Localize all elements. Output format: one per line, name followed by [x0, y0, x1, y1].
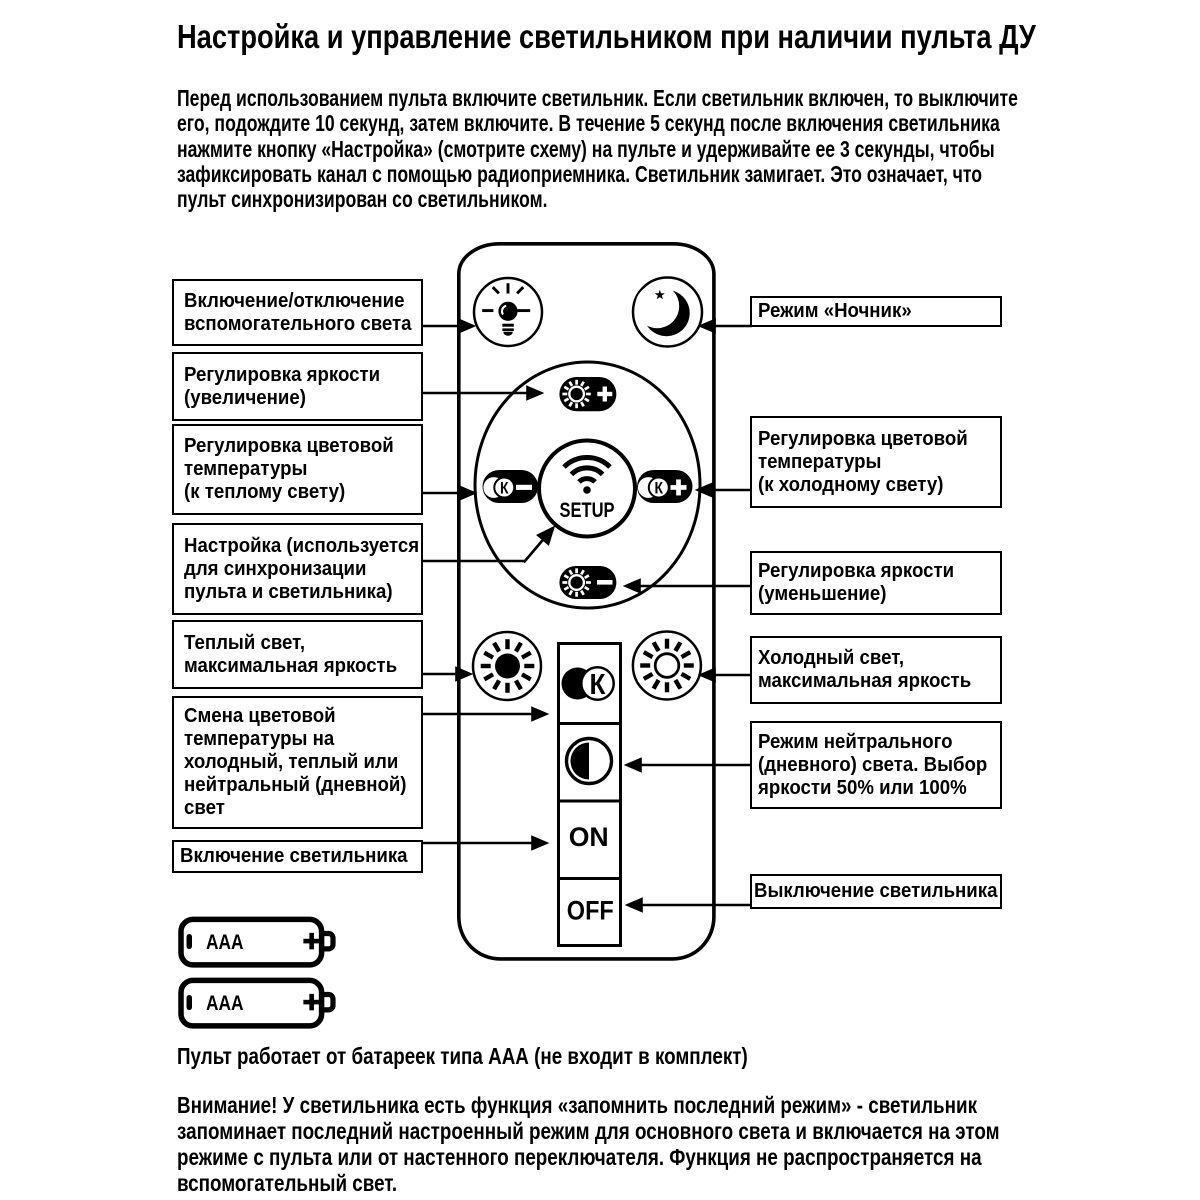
svg-text:AAA: AAA	[206, 930, 244, 954]
svg-text:SETUP: SETUP	[560, 499, 615, 522]
svg-text:К: К	[500, 478, 509, 497]
svg-text:К: К	[590, 669, 606, 701]
svg-text:OFF: OFF	[567, 896, 614, 926]
svg-text:К: К	[655, 478, 664, 497]
svg-text:AAA: AAA	[206, 991, 244, 1015]
svg-text:ON: ON	[569, 822, 609, 852]
